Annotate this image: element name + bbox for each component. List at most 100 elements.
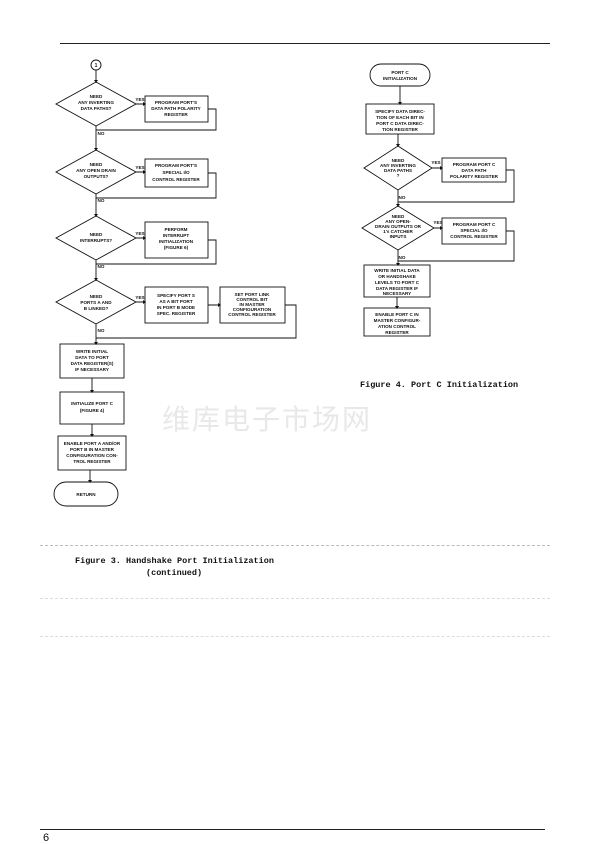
arrowhead [94,214,98,217]
yes-label: YES [135,231,144,236]
process-text: DATA TO PORT [75,355,109,360]
decision-text: OUTPUTS? [84,174,109,179]
process-port-c-polarity [441,157,507,183]
yes-label: YES [135,97,144,102]
scan-artifact-divider [40,636,550,637]
arrowhead [440,166,443,170]
arrowhead [398,102,402,105]
process-text: MASTER CONFIGUR- [374,318,421,323]
process-text: PROGRAM PORT C [453,162,496,167]
process-text: INITIALIZATION [159,239,194,244]
no-label: NO [399,195,406,200]
arrowhead [396,204,400,207]
yes-label: YES [433,220,442,225]
arrowhead [396,144,400,147]
decision-text: B LINKED? [84,306,109,311]
yes-label: YES [135,295,144,300]
terminal-text: PORT C [391,70,409,75]
decision-text: PORTS A AND [80,300,112,305]
process-text: CONFIGURATION CON- [66,453,118,458]
process-text: SPECIAL I/O [162,170,190,175]
process-text: REGISTER [164,112,188,117]
process-text: CONTROL BIT [236,297,267,302]
process-text: WRITE INITIAL DATA [374,268,420,273]
process-text: (FIGURE 6) [164,245,189,250]
process-data-path-polarity [144,95,209,123]
process-text: PROGRAM PORT C [453,222,496,227]
decision-text: INTERRUPTS? [80,238,112,243]
decision-text: NEED [90,162,103,167]
yes-label: YES [135,165,144,170]
no-label: NO [399,255,406,260]
figure4-caption: Figure 4. Port C Initialization [360,380,519,390]
decision-text: NEED [90,232,103,237]
decision-text: DATA PATHS? [81,106,112,111]
process-text: SPEC. REGISTER [157,311,196,316]
process-text: CONTROL REGISTER [228,312,276,317]
connector-lines [89,70,297,482]
no-label: NO [98,198,105,203]
yes-label: YES [431,160,440,165]
process-text: PORT C DATA DIREC- [376,121,424,126]
arrowhead [395,306,399,309]
process-port-c-special-io [441,217,507,245]
process-text: POLARITY REGISTER [450,174,499,179]
process-text: WRITE INITIAL [76,349,108,354]
arrowhead [88,480,92,483]
figure3-caption: Figure 3. Handshake Port Initialization [75,556,274,566]
process-text: DATA REGISTER(S) [71,361,114,366]
process-text: OR HANDSHAKE [378,274,416,279]
no-label: NO [98,264,105,269]
arrowhead [143,170,146,174]
process-text: (FIGURE 4) [80,408,105,413]
process-text: TROL REGISTER [73,459,111,464]
top-rule [60,43,550,44]
arrowhead [143,300,146,304]
process-text: PROGRAM PORT'S [155,100,197,105]
decision-text: ? [397,173,400,178]
process-write-initial-data [59,343,125,379]
connector-label: 1 [95,63,98,69]
process-text: INTERRUPT [163,233,189,238]
arrowhead [90,434,94,437]
process-text: SPECIAL I/O [460,228,488,233]
arrowhead [94,148,98,151]
connector-lines [396,86,515,308]
process-text: DATA REGISTER IF [376,286,418,291]
no-label: NO [98,328,105,333]
terminal-return [53,481,119,507]
process-text: IN PORT B MODE [157,305,195,310]
decision-text: ANY OPEN- [385,219,411,224]
scan-artifact-divider [40,545,550,546]
process-text: REGISTER [385,330,409,335]
process-text: CONFIGURATION [233,307,272,312]
process-text: ENABLE PORT A AND/OR [64,441,121,446]
decision-text: ANY OPEN DRAIN [76,168,116,173]
process-text: INITIALIZE PORT C [71,401,114,406]
process-text: AS A BIT PORT [159,299,193,304]
page-number: 6 [43,832,50,844]
decision-text: NEED [392,158,405,163]
decision-text: DATA PATHS [384,168,412,173]
process-text: IN MASTER [239,302,265,307]
decision-text: 1's CATCHER [383,229,413,234]
arrowhead [396,263,400,266]
process-text: PERFORM [165,227,188,232]
decision-text: INPUTS [390,234,407,239]
figure3-caption-continued: (continued) [146,568,203,578]
decision-text: ANY INVERTING [380,163,416,168]
process-port-c-write-data [363,264,431,298]
terminal-port-c-init [369,63,431,87]
bottom-rule [40,829,545,830]
arrowhead [218,303,221,307]
process-special-io [144,158,209,188]
decision-text: DRAIN OUTPUTS OR [375,224,422,229]
process-text: SPECIFY DATA DIREC- [375,109,425,114]
figure3-flowchart: 1 NEED ANY INVERTING DATA PATHS? PROGRAM… [53,59,297,507]
process-text: NECESSARY [383,291,411,296]
decision-text: NEED [90,94,103,99]
process-interrupt-init [144,221,209,259]
process-text: TION OF EACH BIT IN [376,115,424,120]
